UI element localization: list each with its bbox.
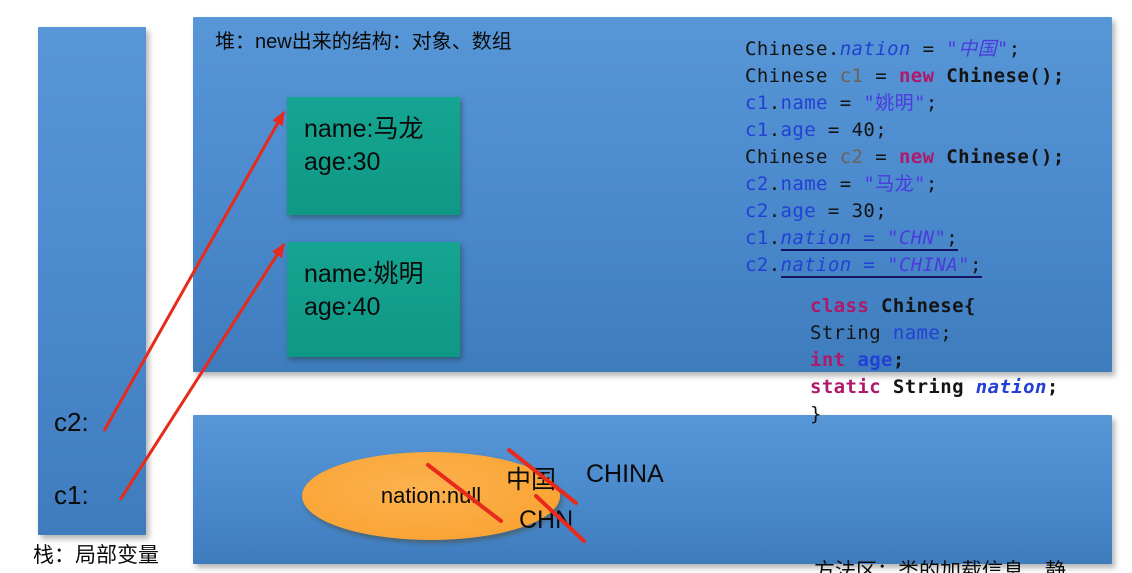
object-box-c1: name:姚明 age:40 [287, 242, 460, 357]
code-line: String name; [810, 320, 1059, 347]
code-token: nation [975, 376, 1047, 398]
code-token: age [780, 200, 817, 222]
code-token: Chinese. [745, 38, 840, 60]
code-token: = [910, 38, 947, 60]
code-token: . [768, 227, 781, 249]
code-token: = [863, 65, 899, 87]
code-token: name [892, 322, 941, 344]
code-token: Chinese [745, 65, 840, 87]
code-token: name [780, 173, 828, 195]
code-token: = [827, 173, 864, 195]
code-token: c2 [839, 146, 864, 168]
crossed-out-value-chn: CHN [519, 506, 574, 534]
object-box-c2: name:马龙 age:30 [287, 97, 460, 215]
code-token: static [810, 376, 882, 398]
code-block-statements: Chinese.nation = "中国";Chinese c1 = new C… [745, 36, 1065, 279]
object-name-field: name:马龙 [304, 115, 424, 143]
object-age-field: age:40 [304, 293, 381, 321]
code-token: Chinese(); [934, 65, 1065, 87]
code-line: Chinese c2 = new Chinese(); [745, 144, 1065, 171]
code-token: class [810, 295, 870, 317]
code-line: c1.age = 40; [745, 117, 1065, 144]
code-token: c2 [745, 200, 769, 222]
code-token: c2 [745, 173, 769, 195]
code-token: Chinese{ [869, 295, 976, 317]
code-token: "姚明" [863, 92, 926, 114]
code-line: c2.age = 30; [745, 198, 1065, 225]
code-token: "CHN" [887, 227, 947, 251]
code-line: int age; [810, 347, 1059, 374]
code-token: age [857, 349, 893, 371]
code-line: c1.nation = "CHN"; [745, 225, 1065, 252]
code-token: Chinese [745, 146, 840, 168]
code-token: "CHINA" [887, 254, 970, 278]
code-token: nation = [780, 227, 888, 251]
code-token: c1 [745, 119, 769, 141]
code-line: c1.name = "姚明"; [745, 90, 1065, 117]
code-token: String [881, 376, 976, 398]
code-line: c2.name = "马龙"; [745, 171, 1065, 198]
code-token: ; [1046, 376, 1059, 398]
code-token: nation = [780, 254, 888, 278]
code-line: class Chinese{ [810, 293, 1059, 320]
stack-caption: 栈：局部变量 [33, 544, 159, 567]
code-line: } [810, 401, 1059, 428]
code-token: ; [940, 322, 953, 344]
code-token: . [768, 200, 781, 222]
code-token: "中国" [946, 38, 1009, 60]
code-token: . [768, 92, 781, 114]
code-token: c1 [839, 65, 864, 87]
code-token: ; [969, 254, 982, 278]
crossed-out-value-zhongguo: 中国 [506, 466, 557, 494]
code-token: String [810, 322, 893, 344]
code-token: = [863, 146, 899, 168]
code-token: ; [925, 173, 938, 195]
code-token: . [768, 254, 781, 276]
code-token: ; [892, 349, 905, 371]
code-token: name [780, 92, 828, 114]
stack-region [38, 27, 146, 535]
code-token: int [810, 349, 846, 371]
code-token: . [768, 173, 781, 195]
method-area-caption-line1: 方法区：类的加载信息、静 [814, 560, 1066, 573]
code-token: new [898, 65, 935, 87]
code-token: } [810, 403, 822, 425]
code-token: . [768, 119, 781, 141]
code-line: Chinese.nation = "中国"; [745, 36, 1065, 63]
code-token: ; [1008, 38, 1021, 60]
method-area-caption: 方法区：类的加载信息、静 态域、常量池 [814, 499, 1066, 573]
code-token: = 30; [816, 200, 888, 222]
code-token: ; [946, 227, 959, 251]
code-line: Chinese c1 = new Chinese(); [745, 63, 1065, 90]
code-token: age [780, 119, 817, 141]
stack-variable-c2: c2: [54, 407, 89, 437]
code-token: Chinese(); [934, 146, 1065, 168]
code-token: ; [925, 92, 938, 114]
code-line: static String nation; [810, 374, 1059, 401]
code-line: c2.nation = "CHINA"; [745, 252, 1065, 279]
final-value-china: CHINA [586, 460, 664, 488]
object-name-field: name:姚明 [304, 260, 424, 288]
code-token: new [898, 146, 935, 168]
code-token: c1 [745, 227, 769, 249]
code-token: = 40; [816, 119, 888, 141]
code-token: c2 [745, 254, 769, 276]
static-field-label: nation:null [380, 483, 482, 508]
code-token [846, 349, 858, 371]
code-token: c1 [745, 92, 769, 114]
heap-title: 堆：new出来的结构：对象、数组 [215, 31, 512, 53]
code-token: "马龙" [863, 173, 926, 195]
stack-variable-c1: c1: [54, 480, 89, 510]
code-token: nation [839, 38, 911, 60]
object-age-field: age:30 [304, 148, 381, 176]
code-token: = [827, 92, 864, 114]
code-block-class-definition: class Chinese{String name;int age;static… [810, 293, 1059, 428]
